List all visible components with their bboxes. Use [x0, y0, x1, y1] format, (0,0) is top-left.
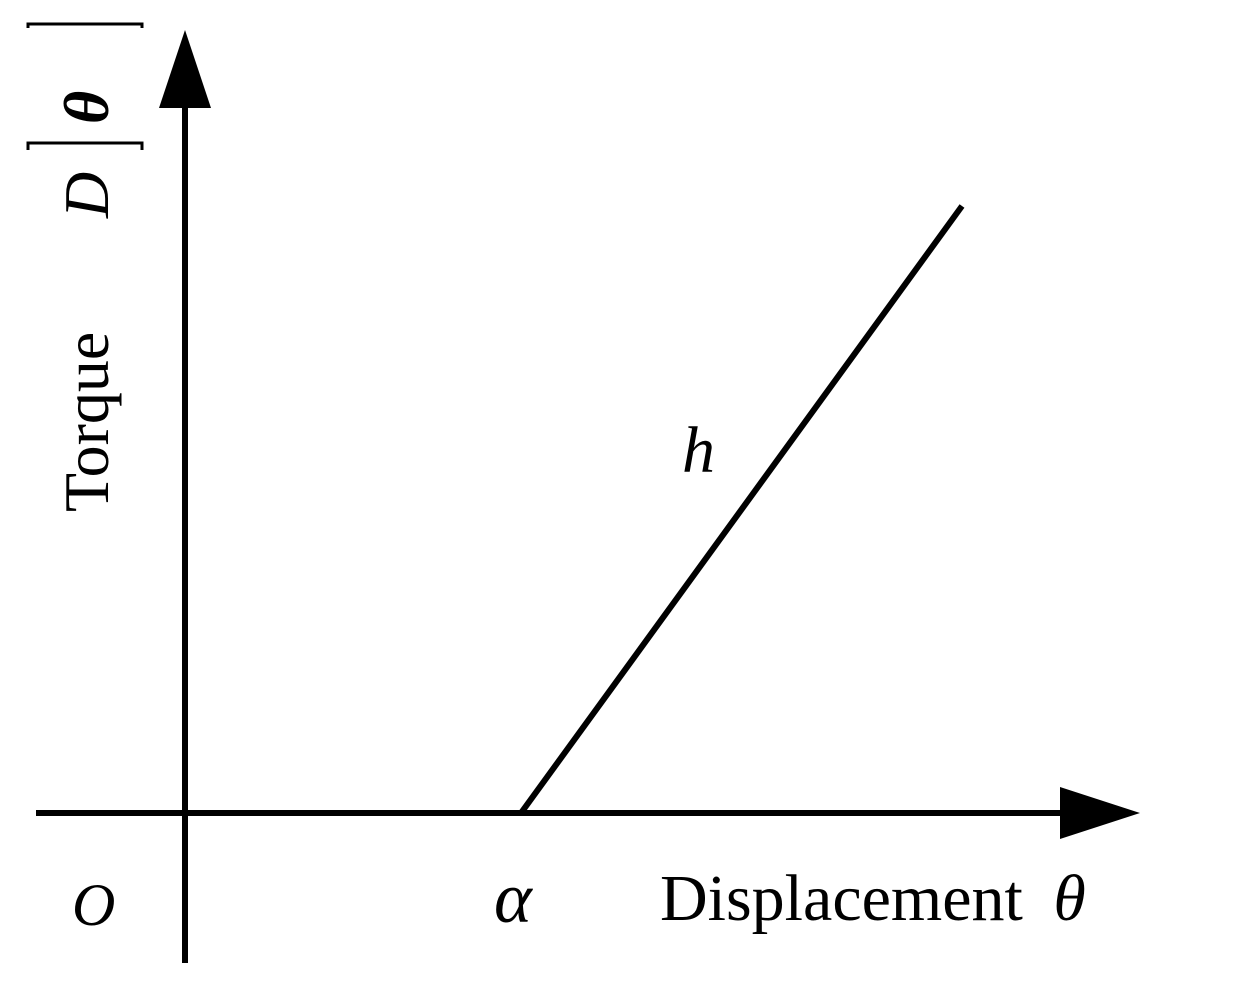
x-axis-title: Displacement θ: [660, 862, 1086, 935]
slope-label: h: [682, 414, 715, 487]
y-axis-bracket-close: [26, 22, 144, 28]
y-axis-title-arg: θ: [51, 91, 122, 124]
y-axis-title: Torque D θ: [51, 91, 122, 512]
alpha-label: α: [494, 858, 533, 938]
origin-label: O: [72, 872, 115, 938]
y-axis-arrowhead: [159, 30, 211, 108]
torque-line: [518, 204, 965, 815]
y-axis-title-text: Torque: [51, 332, 122, 512]
y-axis-title-func: D: [51, 172, 122, 219]
y-axis-bracket-open: [26, 141, 144, 150]
x-axis-arrowhead: [1060, 787, 1140, 839]
x-axis-title-symbol: θ: [1053, 862, 1085, 935]
x-axis-title-text: Displacement: [660, 862, 1023, 935]
